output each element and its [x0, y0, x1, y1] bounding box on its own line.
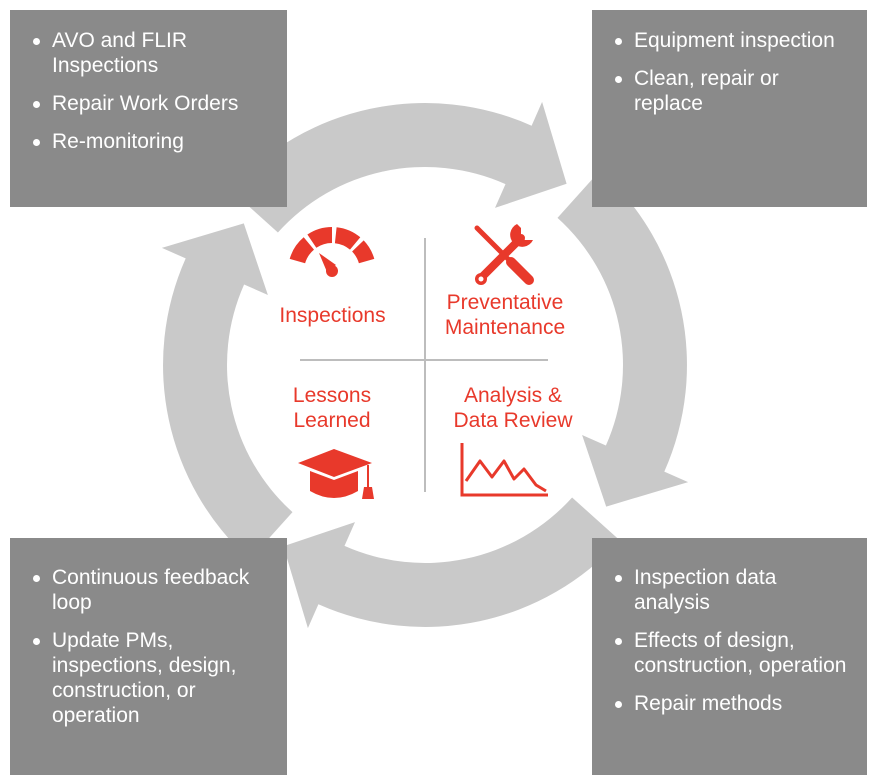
quadrant-label-lessons-learned: Lessons Learned: [292, 384, 372, 432]
cycle-arrow-bottom: [283, 497, 620, 629]
gauge-segment: [289, 237, 314, 264]
gauge-segment: [352, 240, 375, 264]
box-item: Equipment inspection: [612, 28, 853, 53]
quadrant-label-analysis-data-review: Analysis & Data Review: [453, 384, 573, 432]
info-box-top-right: Equipment inspection Clean, repair or re…: [592, 10, 867, 207]
box-item: Continuous feedback loop: [30, 565, 273, 615]
quadrant-label-inspections: Inspections: [279, 304, 386, 327]
info-box-bottom-right: Inspection data analysis Effects of desi…: [592, 538, 867, 775]
line-chart-icon: [460, 443, 548, 497]
box-item: Clean, repair or replace: [612, 66, 853, 116]
info-box-bottom-left: Continuous feedback loop Update PMs, ins…: [10, 538, 287, 775]
box-item: Repair Work Orders: [30, 91, 273, 116]
graduation-cap-icon: [298, 449, 374, 499]
wrench-screwdriver-icon: [474, 224, 534, 285]
info-box-top-left: AVO and FLIR Inspections Repair Work Ord…: [10, 10, 287, 207]
cycle-arrow-right: [557, 170, 689, 507]
cycle-arrow-left: [161, 223, 293, 560]
gauge-segment: [307, 226, 332, 248]
gauge-segment: [334, 227, 361, 250]
box-item: AVO and FLIR Inspections: [30, 28, 273, 78]
box-item: Effects of design, construction, operati…: [612, 628, 853, 678]
cycle-arrow-top: [230, 101, 567, 233]
box-item: Update PMs, inspections, design, constru…: [30, 628, 273, 728]
box-item: Re-monitoring: [30, 129, 273, 154]
box-item: Inspection data analysis: [612, 565, 853, 615]
box-item: Repair methods: [612, 691, 853, 716]
gauge-icon: [289, 226, 375, 277]
quadrant-label-preventative-maintenance: Preventative Maintenance: [444, 291, 566, 339]
